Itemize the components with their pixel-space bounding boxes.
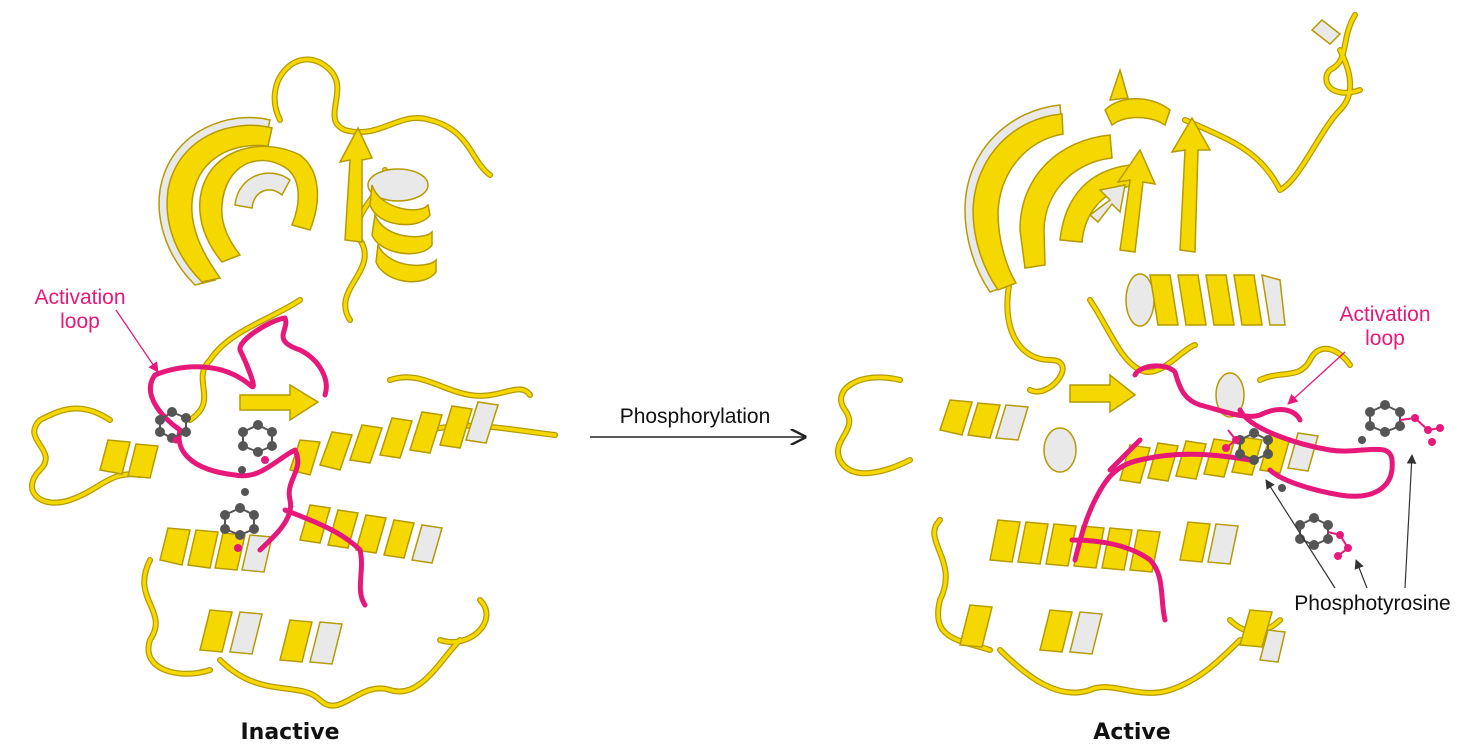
phosphotyrosine-pointer-1 bbox=[1265, 479, 1336, 589]
tyrosine-sidechains-left bbox=[155, 407, 277, 552]
annotation-arrows bbox=[115, 309, 1417, 589]
phosphotyrosine-pointer-2 bbox=[1354, 559, 1368, 589]
phosphorylation-label: Phosphorylation bbox=[619, 405, 771, 428]
activation-loop-left-pointer bbox=[115, 309, 159, 373]
activation-loop-right-pointer bbox=[1287, 351, 1346, 405]
activation-loop-label-left: Activation loop bbox=[34, 286, 126, 334]
activation-loop-label-right: Activation loop bbox=[1339, 303, 1431, 351]
inactive-kinase-structure bbox=[29, 56, 558, 709]
inactive-state-label: Inactive bbox=[240, 720, 340, 745]
phosphotyrosine-sidechains-right bbox=[1222, 400, 1444, 560]
phosphotyrosine-label: Phosphotyrosine bbox=[1294, 592, 1451, 615]
phosphotyrosine-pointer-3 bbox=[1404, 454, 1417, 589]
active-kinase-structure bbox=[835, 12, 1444, 696]
active-state-label: Active bbox=[1093, 720, 1171, 745]
